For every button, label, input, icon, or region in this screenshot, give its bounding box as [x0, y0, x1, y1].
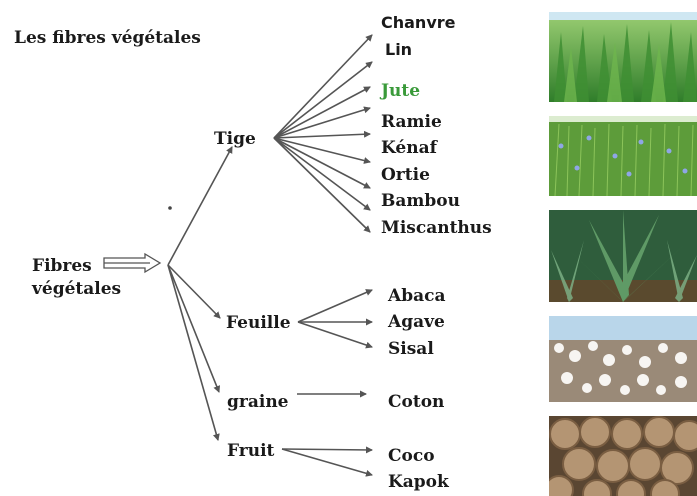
item-chanvre: Chanvre — [381, 15, 456, 31]
item-kenaf: Kénaf — [381, 140, 437, 157]
category-fruit: Fruit — [227, 443, 274, 460]
item-ramie: Ramie — [381, 114, 442, 131]
edge-root-tige — [168, 147, 232, 265]
agave-plantation-photo — [549, 210, 697, 302]
stray-dot — [168, 206, 172, 210]
root-label-line2: végétales — [32, 278, 121, 301]
item-abaca: Abaca — [388, 288, 445, 305]
diagram-title: Les fibres végétales — [14, 30, 201, 47]
item-kapok: Kapok — [388, 474, 449, 491]
category-graine: graine — [227, 394, 289, 411]
item-lin: Lin — [385, 42, 412, 58]
coconut-pile-photo — [549, 416, 697, 496]
item-ortie: Ortie — [381, 167, 430, 184]
item-coton: Coton — [388, 394, 444, 411]
item-agave: Agave — [388, 314, 445, 331]
flax-field-photo — [549, 116, 697, 196]
category-feuille: Feuille — [226, 315, 291, 332]
item-miscanthus: Miscanthus — [381, 220, 492, 237]
root-node: Fibres végétales — [32, 255, 121, 301]
root-label-line1: Fibres — [32, 255, 121, 278]
edge-root-graine — [168, 265, 219, 392]
hemp-field-photo — [549, 12, 697, 102]
item-sisal: Sisal — [388, 341, 434, 358]
item-bambou: Bambou — [381, 193, 460, 210]
item-jute: Jute — [381, 83, 420, 100]
category-tige: Tige — [214, 131, 256, 148]
cotton-field-photo — [549, 316, 697, 402]
item-coco: Coco — [388, 448, 435, 465]
